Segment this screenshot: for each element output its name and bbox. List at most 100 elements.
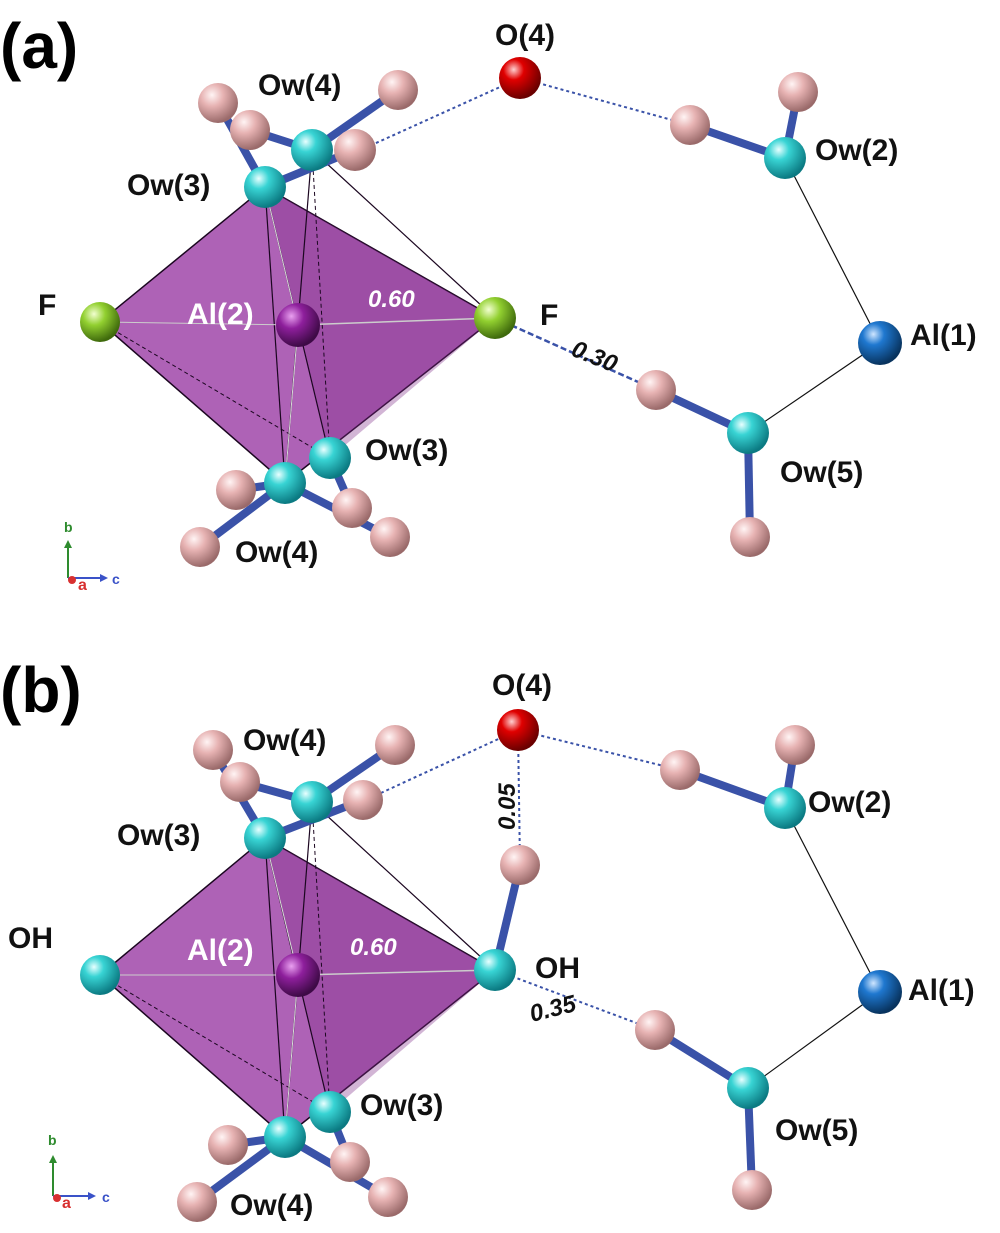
axis-a-dot: [68, 576, 76, 584]
ow2-atom: [764, 787, 806, 829]
hydrogen-atom: [375, 725, 415, 765]
ow3-atom-bottom: [309, 1091, 351, 1133]
al1-atom: [858, 321, 902, 365]
o4-atom: [497, 709, 539, 751]
f-atom-right: [474, 297, 516, 339]
al-ow-bond: [264, 837, 299, 976]
hydrogen-atom: [636, 370, 676, 410]
label-f-left: F: [38, 289, 56, 322]
hydrogen-bond: [517, 729, 521, 866]
label-ow5: Ow(5): [775, 1114, 858, 1147]
hydrogen-atom: [334, 129, 376, 171]
ow4-atom-bottom: [264, 1116, 306, 1158]
hydrogen-atom: [330, 1142, 370, 1182]
ow5-atom: [727, 1067, 769, 1109]
axis-a-dot: [53, 1194, 61, 1202]
oh-atom-right: [474, 949, 516, 991]
distance-o4-h: 0.05: [494, 783, 521, 830]
label-ow2: Ow(2): [815, 134, 898, 167]
label-al1: Al(1): [908, 974, 975, 1007]
axis-b-arrow: [49, 1155, 57, 1163]
hydrogen-atom: [378, 70, 418, 110]
hydrogen-bond: [494, 969, 656, 1031]
panel-a: (a): [0, 10, 977, 594]
ow2-atom: [764, 137, 806, 179]
axis-c-label: c: [112, 571, 120, 587]
axis-c-arrow: [88, 1192, 96, 1200]
ow3-atom-top: [244, 166, 286, 208]
label-oh-left: OH: [8, 922, 53, 955]
o4-atom: [499, 57, 541, 99]
hydrogen-atom: [778, 72, 818, 112]
octahedron-edge: [311, 149, 331, 459]
hydrogen-atom: [230, 110, 270, 150]
label-ow4-bottom: Ow(4): [230, 1189, 313, 1222]
label-oh-right: OH: [535, 952, 580, 985]
label-o4: O(4): [495, 19, 555, 52]
label-al2: Al(2): [187, 934, 254, 967]
hydrogen-bond: [517, 729, 681, 771]
label-ow5: Ow(5): [780, 456, 863, 489]
axis-b-label: b: [48, 1132, 57, 1148]
octahedron-edge: [311, 801, 331, 1113]
hydrogen-atom: [500, 845, 540, 885]
al1-ow-bond: [747, 342, 881, 434]
octahedron-face-back: [265, 838, 495, 1112]
octahedron-edge: [311, 801, 496, 971]
axis-a-label: a: [62, 1195, 71, 1212]
label-ow3-bottom: Ow(3): [365, 434, 448, 467]
al2-atom: [276, 953, 320, 997]
label-ow4-top: Ow(4): [243, 724, 326, 757]
hydrogen-atom: [216, 470, 256, 510]
hydrogen-bond: [494, 316, 657, 392]
al-ow-bond: [284, 324, 299, 484]
hydrogen-atom: [368, 1177, 408, 1217]
hydrogen-atom: [208, 1125, 248, 1165]
octahedron-edge: [264, 837, 286, 1138]
al2-atom: [276, 303, 320, 347]
panel-b-tag: (b): [0, 654, 82, 726]
hydrogen-atom: [732, 1170, 772, 1210]
octahedron-edge: [99, 321, 331, 459]
label-f-right: F: [540, 299, 558, 332]
al-ow-bond: [284, 974, 299, 1138]
distance-oh-h: 0.35: [527, 990, 579, 1028]
ow5-atom: [727, 412, 769, 454]
axis-a-label: a: [78, 577, 87, 594]
hydrogen-bond: [364, 77, 521, 149]
hydrogen-atom: [660, 750, 700, 790]
al1-ow-bond: [784, 807, 881, 993]
label-al2: Al(2): [187, 298, 254, 331]
axis-c-arrow: [100, 574, 108, 582]
al-oh-bond: [297, 969, 496, 976]
hydrogen-atom: [343, 780, 383, 820]
label-ow3-top: Ow(3): [117, 819, 200, 852]
axis-triad-a: b a c: [64, 519, 120, 594]
hydrogen-atom: [775, 725, 815, 765]
f-atom-left: [80, 302, 120, 342]
al1-ow-bond: [784, 157, 881, 344]
hydrogen-atom: [635, 1010, 675, 1050]
hydrogen-atom: [670, 105, 710, 145]
hydrogen-atom: [180, 527, 220, 567]
al-f-bond: [99, 321, 299, 326]
hydrogen-atom: [193, 730, 233, 770]
al1-atom: [858, 970, 902, 1014]
al1-ow-bond: [747, 991, 881, 1089]
al-ow-bond: [264, 186, 299, 326]
al-f-bond: [297, 317, 496, 326]
octahedron-edge: [264, 186, 286, 484]
axis-triad-b: b a c: [48, 1132, 110, 1212]
distance-al-f: 0.60: [368, 286, 415, 313]
axis-b-label: b: [64, 519, 73, 535]
ow4-atom-top: [291, 781, 333, 823]
hydrogen-atom: [730, 517, 770, 557]
hydrogen-atom: [220, 762, 260, 802]
ow3-atom-top: [244, 817, 286, 859]
ow4-atom-bottom: [264, 462, 306, 504]
ow4-atom-top: [291, 129, 333, 171]
hydrogen-atom: [177, 1182, 217, 1222]
hydrogen-atom: [198, 83, 238, 123]
label-ow4-top: Ow(4): [258, 69, 341, 102]
